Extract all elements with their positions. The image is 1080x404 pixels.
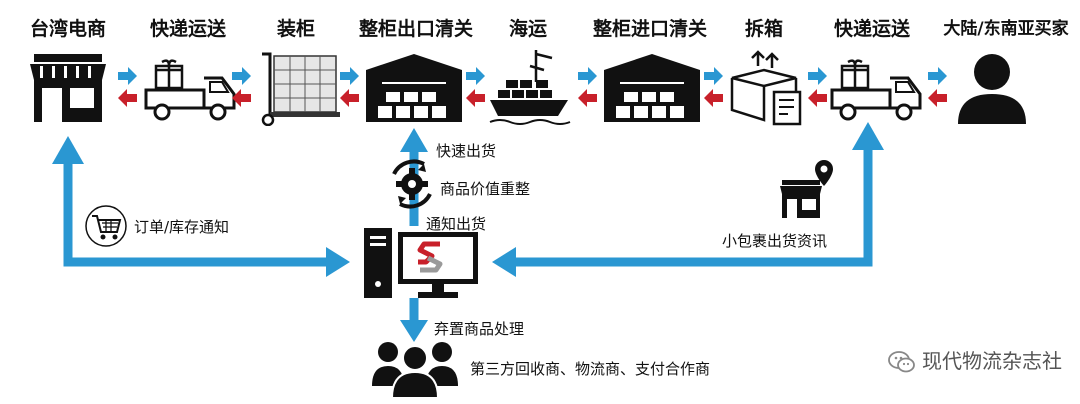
stage-label-container-loading: 装柜: [276, 18, 316, 40]
pallet-jack-icon: [261, 52, 340, 126]
label-third-party: 第三方回收商、物流商、支付合作商: [470, 360, 711, 378]
label-notify-ship: 通知出货: [426, 215, 487, 233]
watermark: 现代物流杂志社: [888, 345, 1062, 375]
delivery-truck-icon: [830, 59, 922, 121]
label-order-notice: 订单/库存通知: [134, 218, 230, 236]
label-revalue: 商品价值重整: [440, 180, 531, 198]
watermark-text: 现代物流杂志社: [922, 348, 1062, 373]
people-group-icon: [372, 342, 458, 398]
unboxing-icon: [730, 50, 802, 126]
shopping-cart-icon: [85, 205, 127, 247]
computer-icon: [364, 228, 478, 298]
delivery-truck-icon: [144, 59, 236, 121]
warehouse-icon: [366, 54, 462, 122]
stage-label-export-clearance: 整柜出口清关: [358, 18, 474, 40]
stage-label-sea-freight: 海运: [508, 18, 548, 40]
label-parcel-info: 小包裹出货资讯: [722, 232, 828, 250]
label-quick-ship: 快速出货: [436, 142, 497, 160]
wechat-icon: [888, 351, 915, 373]
label-discard: 弃置商品处理: [434, 320, 525, 338]
storefront-icon: [30, 54, 106, 122]
stage-label-express-1: 快递运送: [149, 18, 227, 40]
stage-label-express-2: 快递运送: [833, 18, 911, 40]
stage-label-taiwan-ecommerce: 台湾电商: [29, 18, 107, 40]
warehouse-icon: [604, 54, 700, 122]
stage-label-import-clearance: 整柜进口清关: [592, 18, 708, 40]
gear-cycle-icon: [392, 159, 432, 209]
stage-label-buyer: 大陆/东南亚买家: [943, 19, 1069, 39]
stage-label-unboxing: 拆箱: [744, 18, 784, 40]
buyer-person-icon: [958, 54, 1026, 124]
cargo-ship-icon: [489, 50, 571, 125]
store-location-icon: [780, 160, 833, 218]
